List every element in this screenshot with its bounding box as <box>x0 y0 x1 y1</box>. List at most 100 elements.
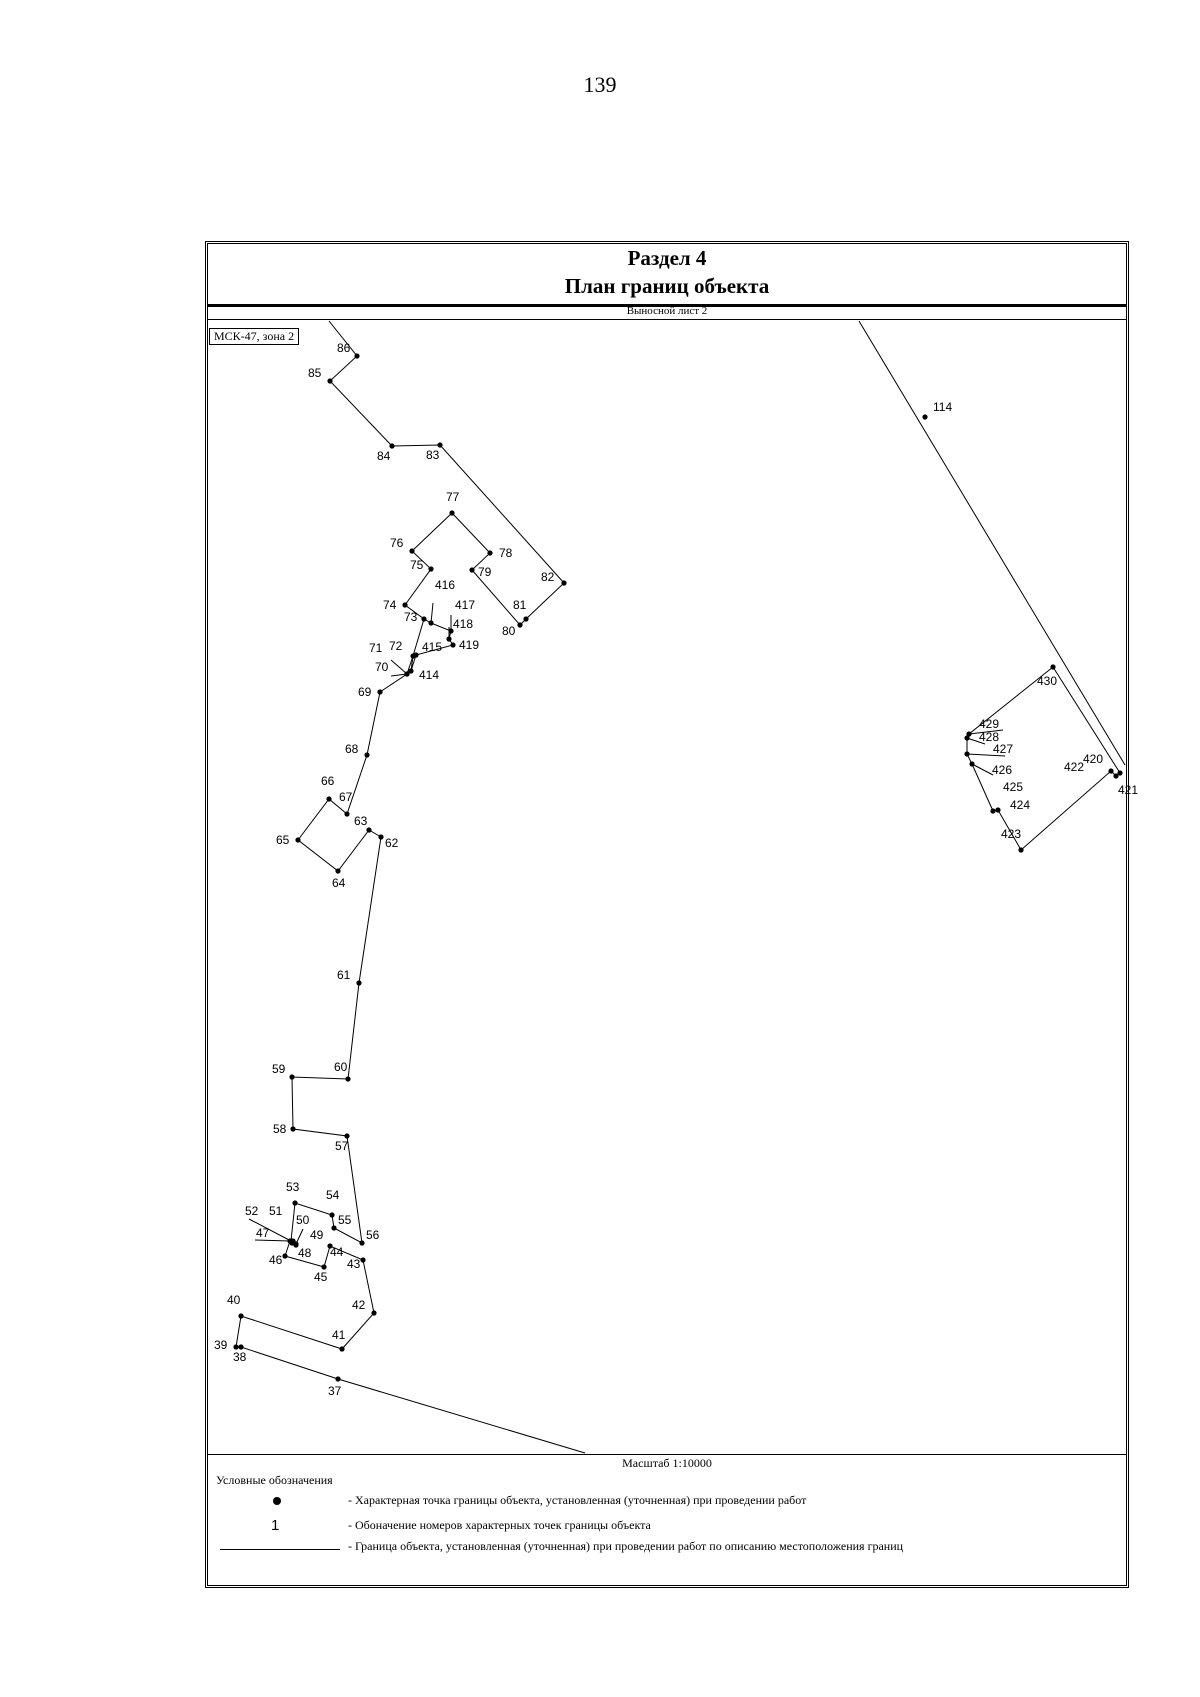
boundary-point-57 <box>344 1133 350 1139</box>
point-label-85: 85 <box>308 366 322 380</box>
point-label-61: 61 <box>337 968 351 982</box>
boundary-point-114 <box>922 414 928 420</box>
label-leader-line <box>968 729 1004 735</box>
point-label-86: 86 <box>337 341 351 355</box>
point-label-419: 419 <box>459 638 479 652</box>
boundary-point-66 <box>326 796 332 802</box>
point-label-63: 63 <box>354 814 368 828</box>
point-label-71: 71 <box>369 641 383 655</box>
point-label-65: 65 <box>276 833 290 847</box>
point-label-82: 82 <box>541 570 555 584</box>
boundary-point-44 <box>327 1243 333 1249</box>
point-label-426: 426 <box>992 763 1012 777</box>
point-label-78: 78 <box>499 546 513 560</box>
boundary-point-68 <box>364 752 370 758</box>
point-label-42: 42 <box>352 1298 366 1312</box>
boundary-line-main <box>235 320 586 1454</box>
boundary-point-37 <box>335 1376 341 1382</box>
label-leader-line <box>430 602 434 624</box>
point-label-66: 66 <box>321 774 335 788</box>
boundary-point-83 <box>437 442 443 448</box>
boundary-point-62 <box>378 834 384 840</box>
point-label-38: 38 <box>233 1350 247 1364</box>
legend-boundary-line-icon <box>220 1549 340 1550</box>
label-leader-line <box>295 1228 304 1245</box>
point-label-415: 415 <box>422 640 442 654</box>
boundary-point-414 <box>408 668 414 674</box>
point-label-72: 72 <box>389 639 403 653</box>
boundary-point-81 <box>523 616 529 622</box>
boundary-point-84 <box>389 443 395 449</box>
point-label-74: 74 <box>383 598 397 612</box>
point-label-81: 81 <box>513 598 527 612</box>
boundary-point-53 <box>292 1200 298 1206</box>
boundary-point-78 <box>487 550 493 556</box>
point-label-45: 45 <box>314 1270 328 1284</box>
boundary-point-70 <box>404 671 410 677</box>
point-label-48: 48 <box>298 1246 312 1260</box>
point-label-73: 73 <box>404 610 418 624</box>
legend-item-boundary: - Граница объекта, установленная (уточне… <box>348 1539 904 1553</box>
point-label-418: 418 <box>453 617 473 631</box>
sheet-label: Выносной лист 2 <box>208 304 1126 320</box>
point-label-425: 425 <box>1003 780 1023 794</box>
boundary-point-424 <box>995 807 1001 813</box>
point-label-49: 49 <box>310 1228 324 1242</box>
legend-item-number: - Обоначение номеров характерных точек г… <box>348 1518 651 1532</box>
point-label-64: 64 <box>332 876 346 890</box>
boundary-point-416 <box>428 620 434 626</box>
boundary-point-56 <box>359 1240 365 1246</box>
point-label-422: 422 <box>1064 760 1084 774</box>
point-label-80: 80 <box>502 624 516 638</box>
point-label-416: 416 <box>435 578 455 592</box>
boundary-point-420 <box>1117 770 1123 776</box>
point-label-427: 427 <box>993 742 1013 756</box>
boundary-point-38 <box>238 1344 244 1350</box>
boundary-point-427 <box>964 751 970 757</box>
boundary-point-429 <box>966 731 972 737</box>
point-label-53: 53 <box>286 1180 300 1194</box>
point-label-428: 428 <box>979 730 999 744</box>
label-leader-line <box>390 659 408 675</box>
boundary-point-54 <box>329 1212 335 1218</box>
boundary-point-49 <box>293 1242 299 1248</box>
label-leader-line <box>971 763 994 776</box>
boundary-point-65 <box>295 837 301 843</box>
point-label-46: 46 <box>269 1253 283 1267</box>
point-label-67: 67 <box>339 790 353 804</box>
plan-header: Раздел 4 План границ объекта <box>208 244 1126 307</box>
point-label-56: 56 <box>366 1228 380 1242</box>
boundary-point-43 <box>360 1257 366 1263</box>
boundary-point-69 <box>377 689 383 695</box>
point-label-421: 421 <box>1118 783 1138 797</box>
boundary-point-422 <box>1108 768 1114 774</box>
point-label-79: 79 <box>478 565 492 579</box>
boundary-point-428 <box>964 735 970 741</box>
boundary-point-80 <box>517 622 523 628</box>
point-label-423: 423 <box>1001 827 1021 841</box>
point-label-57: 57 <box>335 1139 349 1153</box>
point-label-83: 83 <box>426 448 440 462</box>
boundary-point-59 <box>289 1074 295 1080</box>
scale-label: Масштаб 1:10000 <box>208 1454 1126 1471</box>
boundary-point-41 <box>339 1346 345 1352</box>
point-label-414: 414 <box>419 668 439 682</box>
point-label-62: 62 <box>385 836 399 850</box>
label-leader-line <box>254 1239 291 1242</box>
boundary-point-418 <box>446 636 452 642</box>
boundary-point-85 <box>327 378 333 384</box>
label-leader-line <box>390 673 408 677</box>
point-label-68: 68 <box>345 742 359 756</box>
plan-title: План границ объекта <box>564 274 770 298</box>
plan-frame: Раздел 4 План границ объекта Выносной ли… <box>205 241 1138 1588</box>
legend-point-icon <box>273 1497 281 1505</box>
boundary-point-419 <box>450 642 456 648</box>
label-leader-line <box>248 1218 292 1242</box>
boundary-point-47 <box>287 1238 293 1244</box>
point-label-69: 69 <box>358 685 372 699</box>
point-label-424: 424 <box>1010 798 1030 812</box>
boundary-point-40 <box>238 1313 244 1319</box>
legend-item-point: - Характерная точка границы объекта, уст… <box>348 1493 807 1507</box>
point-label-54: 54 <box>326 1188 340 1202</box>
